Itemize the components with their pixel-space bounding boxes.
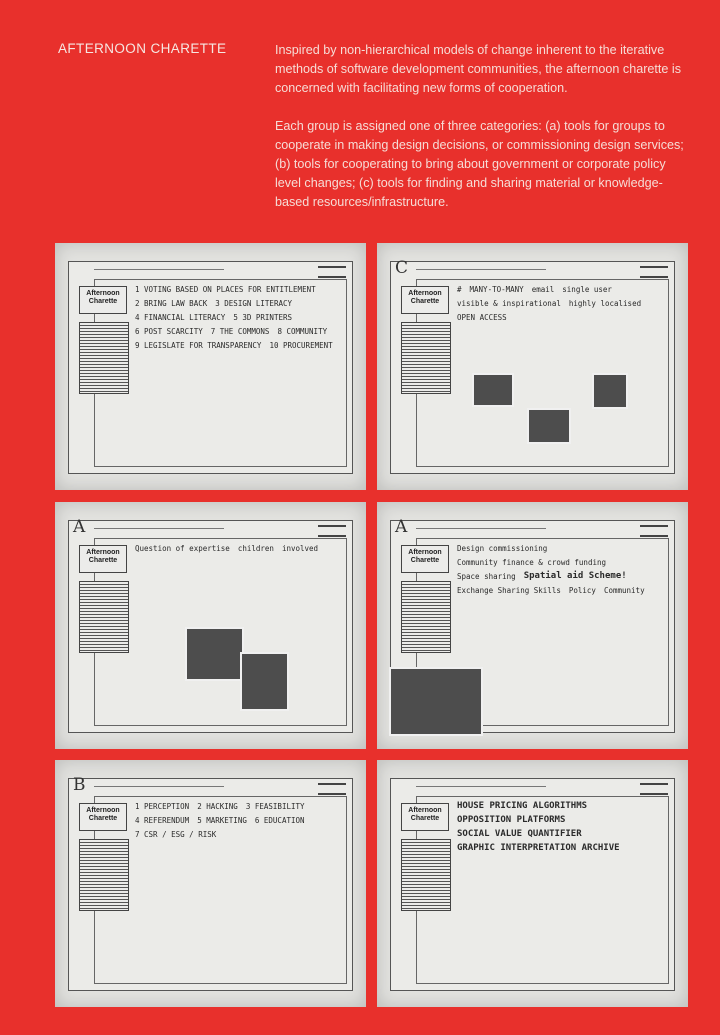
intro-paragraph: Inspired by non-hierarchical models of c… [275, 43, 682, 95]
group-letter: A [395, 517, 408, 537]
handwritten-note: highly localised [568, 299, 642, 308]
handwritten-note: MANY-TO-MANY [469, 285, 524, 294]
handwritten-note: GRAPHIC INTERPRETATION ARCHIVE [457, 843, 620, 853]
instructions-column [401, 322, 451, 394]
worksheet: B Afternoon Charette 1 PERCEPTION 2 HACKI… [68, 775, 353, 991]
worksheet: A Afternoon Charette Design commissionin… [390, 517, 675, 733]
notes-area: 1 VOTING BASED ON PLACES FOR ENTITLEMENT… [135, 284, 342, 463]
sheet-label: Afternoon Charette [79, 803, 127, 831]
handwritten-note: 6 POST SCARCITY [135, 327, 203, 336]
handwritten-note: Policy [568, 586, 596, 595]
name-line [94, 786, 224, 787]
pasted-image [592, 373, 628, 409]
handwritten-note: Design commissioning [457, 544, 548, 553]
handwritten-note: 1 PERCEPTION [135, 802, 190, 811]
instructions-column [401, 839, 451, 911]
sheet-label: Afternoon Charette [79, 545, 127, 573]
handwritten-note: visible & inspirational [457, 299, 561, 308]
section-title: AFTERNOON CHARETTE [58, 41, 227, 56]
handwritten-note: 4 REFERENDUM [135, 816, 190, 825]
handwritten-note: 2 BRING LAW BACK [135, 299, 208, 308]
handwritten-note: 8 COMMUNITY [277, 327, 328, 336]
charette-photo: Afternoon Charette 1 VOTING BASED ON PLA… [55, 243, 366, 490]
handwritten-note: 4 FINANCIAL LITERACY [135, 313, 226, 322]
sheet-label: Afternoon Charette [401, 545, 449, 573]
logo-mark [318, 266, 346, 278]
handwritten-note: 9 LEGISLATE FOR TRANSPARENCY [135, 341, 262, 350]
handwritten-note: children [237, 544, 274, 553]
name-line [94, 269, 224, 270]
pasted-image [472, 373, 514, 407]
intro-paragraph: Each group is assigned one of three cate… [275, 119, 684, 209]
notes-area: Question of expertise children involved [135, 543, 342, 722]
name-line [416, 786, 546, 787]
handwritten-note: Community finance & crowd funding [457, 558, 607, 567]
instructions-column [401, 581, 451, 653]
handwritten-note: involved [281, 544, 319, 553]
handwritten-note: 7 THE COMMONS [210, 327, 270, 336]
handwritten-note: 1 VOTING BASED ON PLACES FOR ENTITLEMENT [135, 285, 316, 294]
worksheet: A Afternoon Charette Question of experti… [68, 517, 353, 733]
intro-text: Inspired by non-hierarchical models of c… [275, 41, 695, 231]
instructions-column [79, 322, 129, 394]
handwritten-note: 7 CSR / ESG / RISK [135, 830, 217, 839]
handwritten-note: HOUSE PRICING ALGORITHMS [457, 801, 588, 811]
group-letter: A [73, 517, 86, 537]
handwritten-note: single user [562, 285, 612, 294]
group-letter: C [395, 258, 409, 278]
name-line [416, 269, 546, 270]
pasted-image [389, 667, 483, 736]
group-letter: B [73, 775, 86, 795]
logo-mark [318, 525, 346, 537]
handwritten-note: Question of expertise [135, 544, 230, 553]
handwritten-note: 6 EDUCATION [254, 816, 305, 825]
handwritten-note: OPPOSITION PLATFORMS [457, 815, 566, 825]
handwritten-note: 3 DESIGN LITERACY [215, 299, 293, 308]
handwritten-note: Exchange Sharing Skills [457, 586, 561, 595]
handwritten-note: SOCIAL VALUE QUANTIFIER [457, 829, 582, 839]
worksheet: Afternoon Charette HOUSE PRICING ALGORIT… [390, 778, 675, 991]
handwritten-note: 2 HACKING [197, 802, 238, 811]
handwritten-note: 5 MARKETING [197, 816, 247, 825]
handwritten-note: Community [603, 586, 645, 595]
handwritten-note: # [457, 285, 462, 294]
name-line [94, 528, 224, 529]
handwritten-note: Spatial aid Scheme! [523, 571, 627, 581]
sheet-label: Afternoon Charette [401, 803, 449, 831]
pasted-image [185, 627, 244, 681]
charette-photo: A Afternoon Charette Question of experti… [55, 502, 366, 749]
logo-mark [640, 266, 668, 278]
sheet-label: Afternoon Charette [401, 286, 449, 314]
pasted-image [240, 652, 289, 711]
charette-photo: Afternoon Charette HOUSE PRICING ALGORIT… [377, 760, 688, 1007]
handwritten-note: OPEN ACCESS [457, 313, 507, 322]
worksheet: Afternoon Charette 1 VOTING BASED ON PLA… [68, 261, 353, 474]
handwritten-note: Space sharing [457, 572, 516, 581]
instructions-column [79, 839, 129, 911]
handwritten-note: 5 3D PRINTERS [233, 313, 293, 322]
handwritten-note: 10 PROCUREMENT [269, 341, 333, 350]
instructions-column [79, 581, 129, 653]
logo-mark [318, 783, 346, 795]
notes-area: 1 PERCEPTION 2 HACKING 3 FEASIBILITY 4 REFE… [135, 801, 342, 980]
logo-mark [640, 525, 668, 537]
sheet-label: Afternoon Charette [79, 286, 127, 314]
pasted-image [527, 408, 571, 444]
handwritten-note: 3 FEASIBILITY [245, 802, 305, 811]
charette-photo: A Afternoon Charette Design commissionin… [377, 502, 688, 749]
name-line [416, 528, 546, 529]
logo-mark [640, 783, 668, 795]
notes-area: HOUSE PRICING ALGORITHMS OPPOSITION PLATF… [457, 801, 664, 980]
handwritten-note: email [531, 285, 555, 294]
charette-photo: B Afternoon Charette 1 PERCEPTION 2 HACKI… [55, 760, 366, 1007]
